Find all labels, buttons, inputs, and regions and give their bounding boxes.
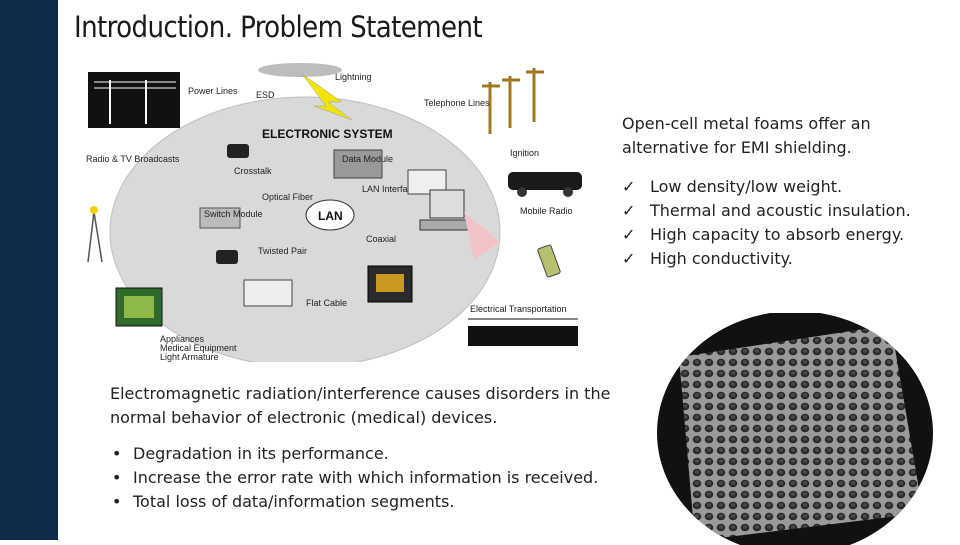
telephone-poles-icon — [482, 68, 544, 134]
appliances-tv-icon — [115, 287, 163, 327]
mobile-radio-icon — [537, 244, 561, 278]
label-light-armature: Light Armature — [160, 352, 219, 362]
check-mark-icon: ✓ — [622, 201, 636, 220]
list-item: ✓ Thermal and acoustic insulation. — [622, 199, 942, 223]
label-optical-fiber: Optical Fiber — [262, 192, 313, 202]
label-appliances: Appliances — [160, 334, 205, 344]
label-flat-cable: Flat Cable — [306, 298, 347, 308]
crosstalk-phone-icon — [227, 144, 249, 158]
bullet-dot-icon: • — [112, 444, 122, 463]
label-electrical-transportation: Electrical Transportation — [470, 304, 567, 314]
metal-foam-photo — [655, 313, 935, 545]
tv-monitor-icon — [367, 265, 413, 303]
label-switch-module: Switch Module — [204, 209, 263, 219]
benefit-text: Thermal and acoustic insulation. — [650, 201, 911, 220]
consequences-list: • Degradation in its performance. • Increa… — [110, 442, 598, 514]
radio-tower-icon — [87, 206, 103, 263]
label-telephone-lines: Telephone Lines — [424, 98, 490, 108]
foam-benefits-list: ✓ Low density/low weight. ✓ Thermal and ac… — [622, 175, 942, 271]
list-item: • Degradation in its performance. — [110, 442, 598, 466]
label-ignition: Ignition — [510, 148, 539, 158]
benefit-text: Low density/low weight. — [650, 177, 843, 196]
label-radio-tv: Radio & TV Broadcasts — [86, 154, 180, 164]
label-power-lines: Power Lines — [188, 86, 238, 96]
lan-hub — [305, 199, 355, 231]
list-item: ✓ High conductivity. — [622, 247, 942, 271]
check-mark-icon: ✓ — [622, 249, 636, 268]
power-lines-icon — [88, 72, 180, 128]
system-title: ELECTRONIC SYSTEM — [262, 127, 393, 141]
check-mark-icon: ✓ — [622, 177, 636, 196]
label-data-module: Data Module — [342, 154, 393, 164]
label-medical-equipment: Medical Equipment — [160, 343, 237, 353]
bullet-dot-icon: • — [112, 492, 122, 511]
copier-icon — [243, 279, 293, 307]
list-item: • Increase the error rate with which info… — [110, 466, 598, 490]
lightning-icon — [258, 63, 353, 121]
label-lightning: Lightning — [335, 72, 372, 82]
label-lan-interface: LAN Interface — [362, 184, 417, 194]
emi-problem-paragraph: Electromagnetic radiation/interference c… — [110, 384, 611, 427]
sidebar-bar — [0, 0, 58, 540]
consequence-text: Increase the error rate with which infor… — [133, 468, 599, 487]
label-coaxial: Coaxial — [366, 234, 396, 244]
benefit-text: High conductivity. — [650, 249, 793, 268]
data-module-icon — [333, 149, 383, 179]
label-mobile-radio: Mobile Radio — [520, 206, 573, 216]
list-item: • Total loss of data/information segments… — [110, 490, 598, 514]
list-item: ✓ Low density/low weight. — [622, 175, 942, 199]
bullet-dot-icon: • — [112, 468, 122, 487]
foam-intro-text: Open-cell metal foams offer an alternati… — [622, 114, 871, 157]
computer-icon — [419, 189, 471, 231]
label-esd: ESD — [256, 90, 275, 100]
label-crosstalk: Crosstalk — [234, 166, 272, 176]
warning-wedge-icon — [464, 212, 500, 260]
tram-icon — [468, 318, 578, 346]
list-item: ✓ High capacity to absorb energy. — [622, 223, 942, 247]
page-title: Introduction. Problem Statement — [74, 10, 483, 44]
switch-module-icon — [199, 207, 241, 229]
car-icon — [508, 172, 582, 197]
consequence-text: Degradation in its performance. — [133, 444, 389, 463]
consequence-text: Total loss of data/information segments. — [133, 492, 455, 511]
label-lan: LAN — [318, 209, 343, 223]
emi-diagram: ELECTRONIC SYSTEM Power Lines ESD Lightn… — [86, 63, 582, 362]
label-twisted-pair: Twisted Pair — [258, 246, 307, 256]
twisted-pair-phone-icon — [216, 250, 238, 264]
benefit-text: High capacity to absorb energy. — [650, 225, 905, 244]
check-mark-icon: ✓ — [622, 225, 636, 244]
